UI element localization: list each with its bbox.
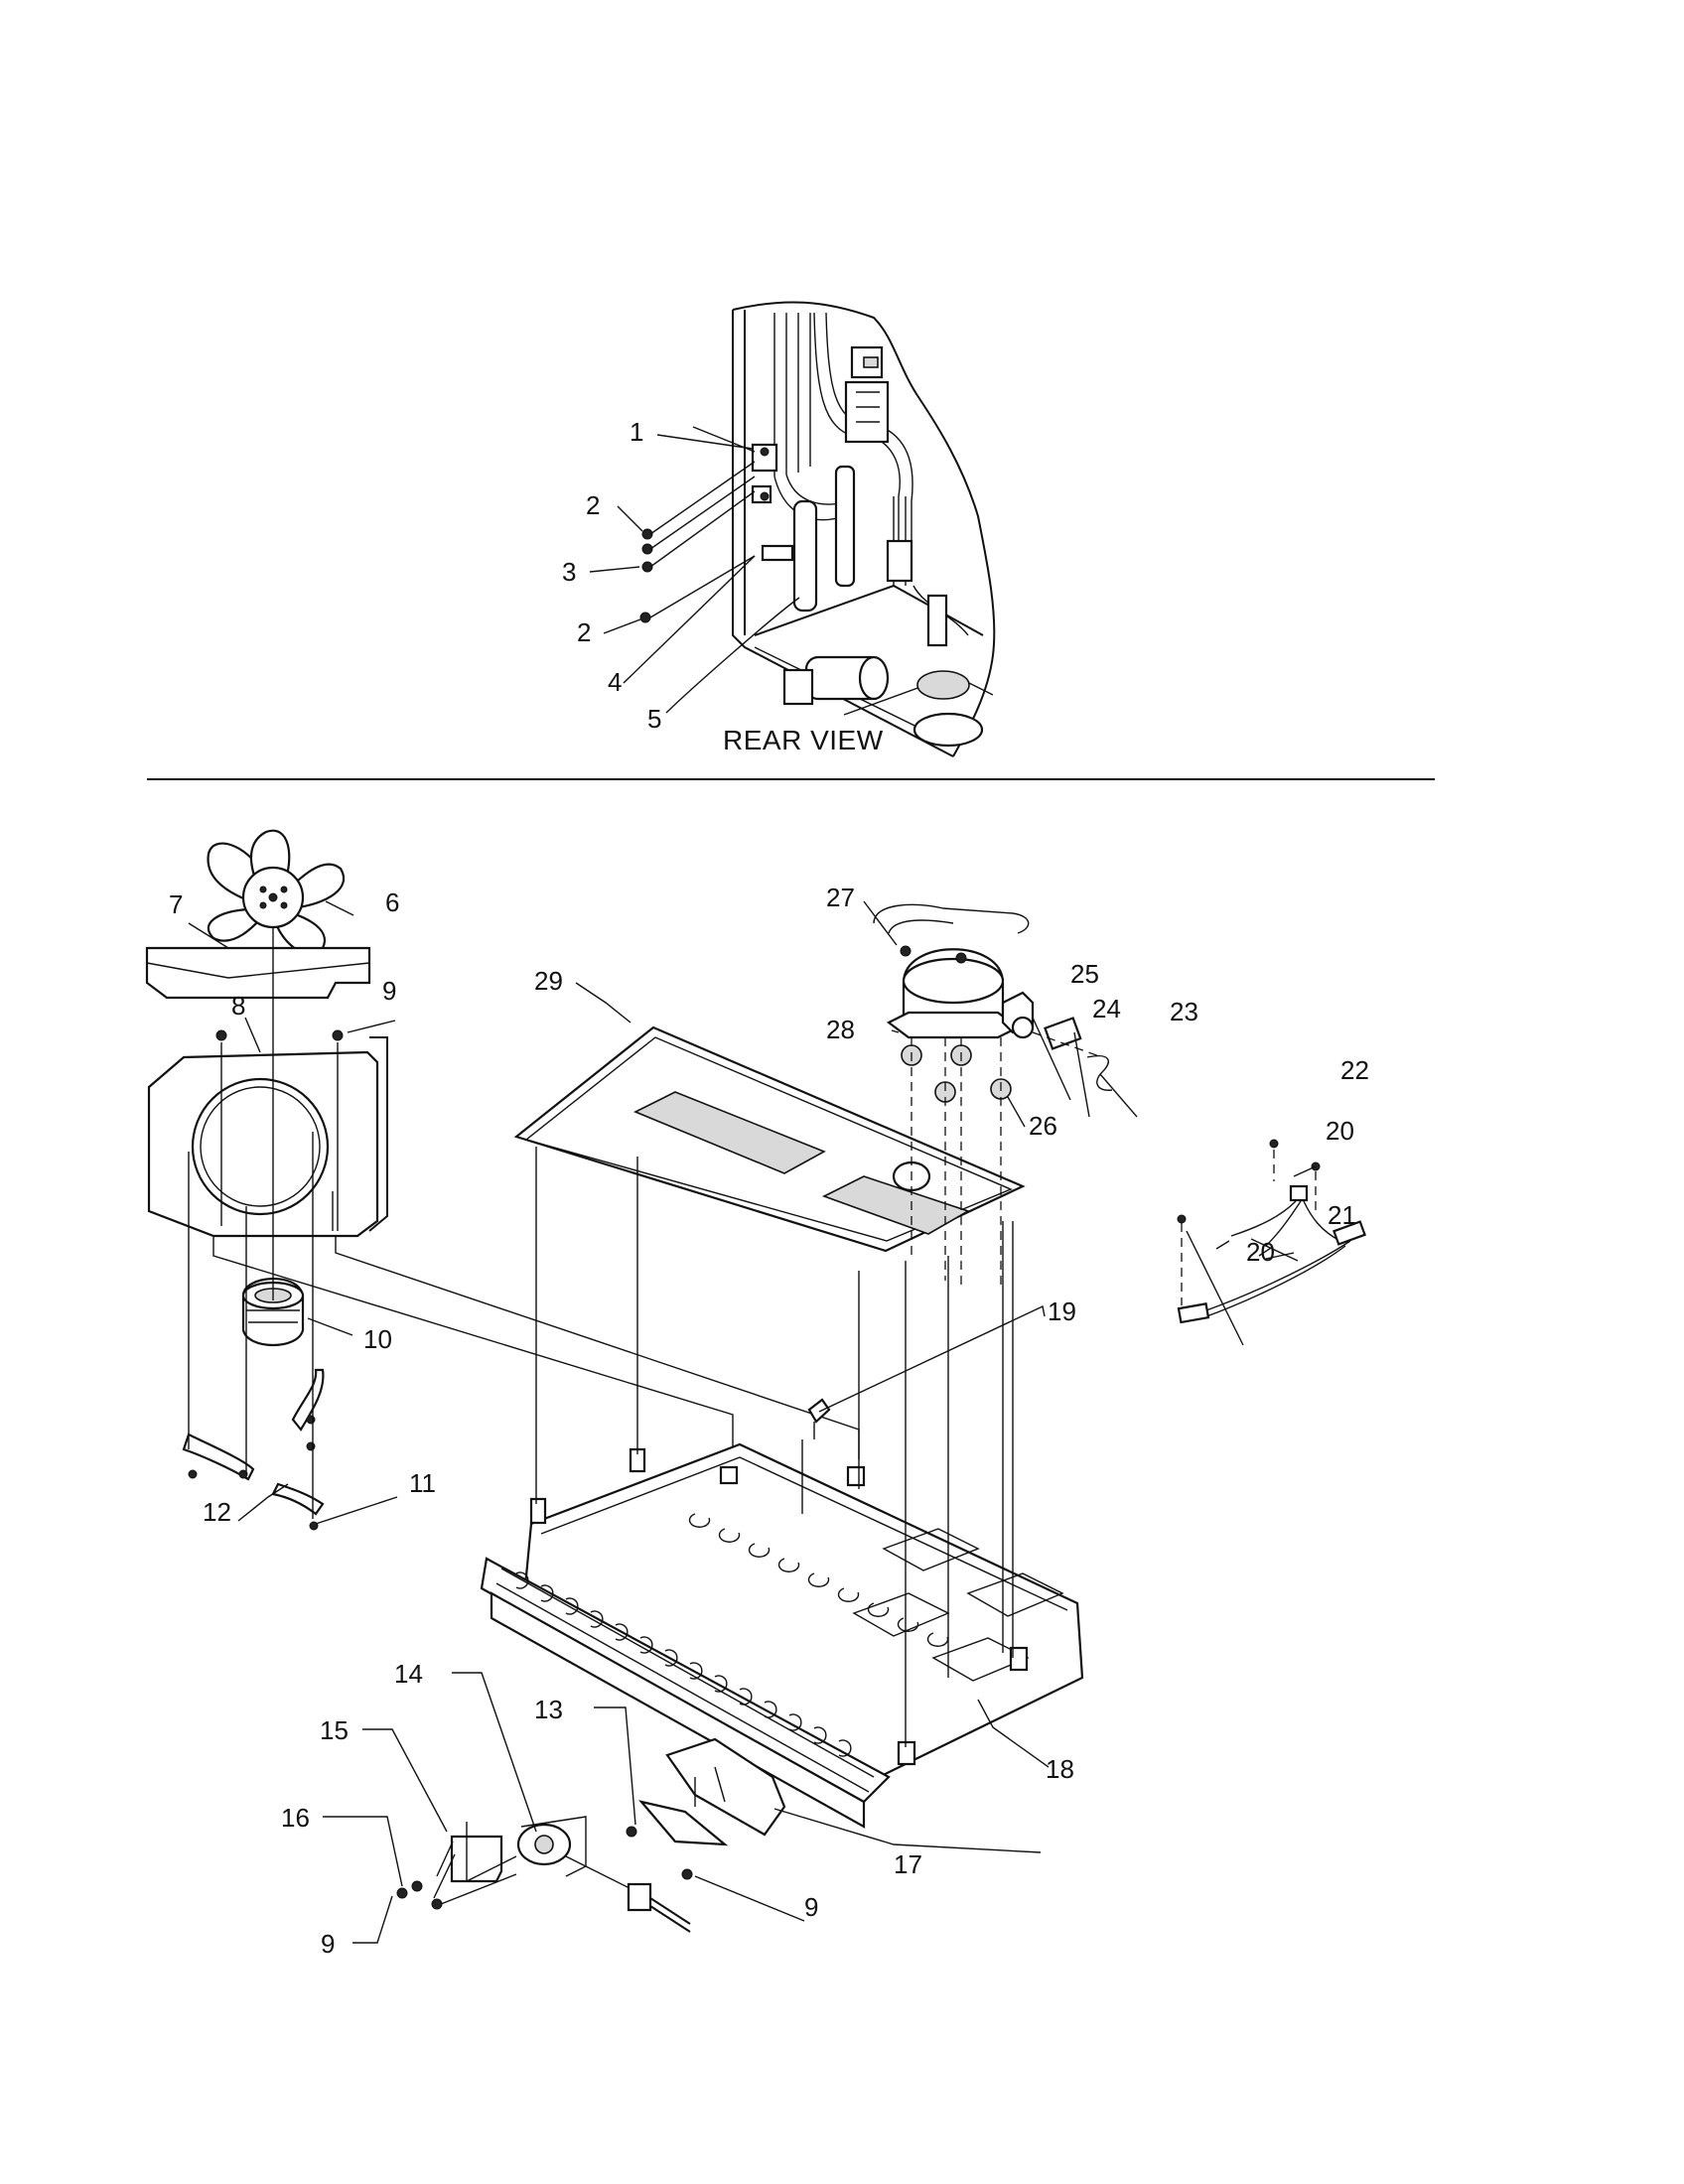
callout-12: 12 [203,1497,231,1527]
callout-29: 29 [534,966,563,996]
callout-21: 21 [1328,1200,1356,1230]
callout-24: 24 [1092,994,1121,1024]
callout-3: 3 [562,557,576,587]
wire-harness [1177,1139,1366,1324]
callout-20b: 20 [1246,1237,1275,1267]
fan-blade [207,829,346,956]
defrost-timer-assembly [396,1737,786,1933]
callout-2b: 2 [577,617,591,647]
cover-assembly-lines [535,1147,1014,1747]
callout-14: 14 [394,1659,423,1689]
callout-4: 4 [608,667,622,697]
callout-leaders [188,900,1317,1944]
callout-23: 23 [1170,997,1198,1026]
callout-25: 25 [1070,959,1099,989]
callout-5: 5 [647,704,661,734]
callout-15: 15 [320,1715,349,1745]
rear-view-caption: REAR VIEW [723,725,884,755]
callout-27: 27 [826,883,855,912]
callout-17: 17 [894,1849,922,1879]
callout-labels: 1 2 3 2 4 5 6 7 8 9 10 11 12 13 14 15 16… [169,417,1369,1959]
rear-view-illustration [639,301,996,757]
callout-9b: 9 [321,1929,335,1959]
fan-assembly [145,829,860,1531]
callout-9c: 9 [804,1892,818,1922]
callout-7: 7 [169,889,183,919]
callout-19: 19 [1048,1297,1076,1326]
drain-pan-cover [513,1025,1026,1253]
coil-loops [515,1513,949,1757]
callout-22: 22 [1340,1055,1369,1085]
compressor-assembly [873,903,1113,1291]
defrost-timer [450,1835,503,1883]
callout-6: 6 [385,887,399,917]
callout-28: 28 [826,1015,855,1044]
callout-1: 1 [630,417,643,447]
condenser-base-pan [480,1442,1084,1829]
callout-10: 10 [363,1324,392,1354]
callout-9: 9 [382,976,396,1006]
callout-11: 11 [409,1468,436,1498]
callout-26: 26 [1029,1111,1057,1141]
callout-8: 8 [231,991,245,1021]
fan-bracket [147,1029,388,1238]
thermostat-clip [807,1398,831,1439]
callout-2: 2 [586,490,600,520]
callout-18: 18 [1046,1754,1074,1784]
fan-shroud-cover [145,946,371,1000]
callout-16: 16 [281,1803,310,1833]
callout-20: 20 [1326,1116,1354,1146]
rear-view-leaders [589,434,800,714]
callout-13: 13 [534,1695,563,1724]
